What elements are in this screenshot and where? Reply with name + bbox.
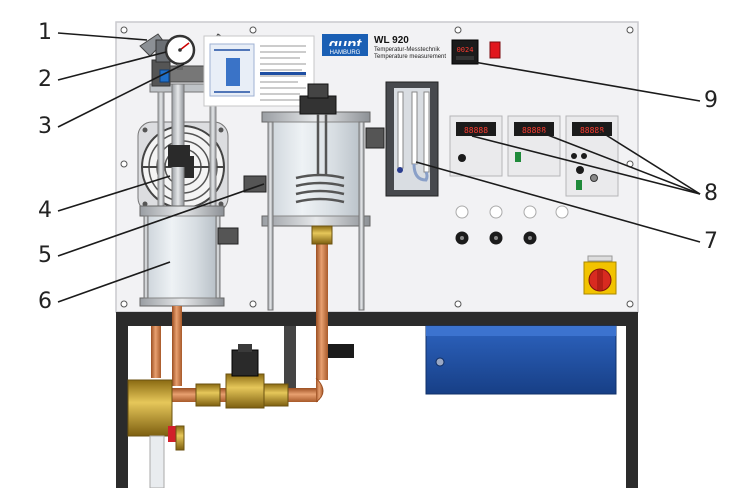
- meter-3-display: 88888: [580, 126, 604, 135]
- glass-cylinder: [139, 175, 267, 307]
- callout-4: 4: [38, 198, 52, 223]
- power-indicator-lamp: [489, 41, 501, 59]
- callout-1: 1: [38, 20, 52, 45]
- meter-panel-1: 88888: [449, 115, 503, 177]
- indicator-lamps: [455, 205, 569, 219]
- rotary-knob-icon[interactable]: [455, 231, 537, 245]
- callout-9: 9: [704, 88, 718, 113]
- plumbing: [127, 225, 354, 488]
- subtitle-en: Temperature measurement: [374, 54, 446, 60]
- callout-3: 3: [38, 114, 52, 139]
- meter-2-display: 88888: [522, 126, 546, 135]
- meter-panel-2: 88888: [507, 115, 561, 177]
- pressure-gauge-icon: [164, 34, 196, 70]
- info-sheet: [203, 35, 315, 107]
- model-title: WL 920: [374, 35, 409, 46]
- meter-1-socket-icon: [458, 154, 466, 162]
- meter-1-display: 88888: [464, 126, 488, 135]
- panel-screws: [120, 26, 634, 308]
- callout-8: 8: [704, 181, 718, 206]
- meter-panel-3: 88888: [565, 115, 619, 197]
- drawer-lock-icon: [435, 357, 445, 367]
- callout-7: 7: [704, 229, 718, 254]
- callout-6: 6: [38, 289, 52, 314]
- meter-2-connector-icon: [515, 152, 521, 162]
- main-switch-icon[interactable]: [583, 255, 617, 295]
- heater-coil-icon: [295, 114, 345, 204]
- callout-2: 2: [38, 67, 52, 92]
- subtitle-de: Temperatur-Messtechnik: [374, 47, 441, 53]
- brand-logo: gunt HAMBURG: [322, 34, 368, 56]
- controller-display: 0024: [457, 46, 474, 54]
- brand-sub: HAMBURG: [330, 50, 361, 56]
- thermometer-housing: [385, 81, 439, 197]
- table-top: [116, 312, 638, 326]
- temperature-controller[interactable]: 0024: [451, 39, 479, 65]
- callout-5: 5: [38, 243, 52, 268]
- leader-lines: [57, 32, 701, 303]
- drawer[interactable]: [425, 325, 617, 395]
- solenoid-valve-icon: [225, 344, 265, 409]
- table-leg-left: [116, 326, 128, 488]
- table-leg-right: [626, 326, 638, 488]
- heated-vessel: [261, 83, 385, 311]
